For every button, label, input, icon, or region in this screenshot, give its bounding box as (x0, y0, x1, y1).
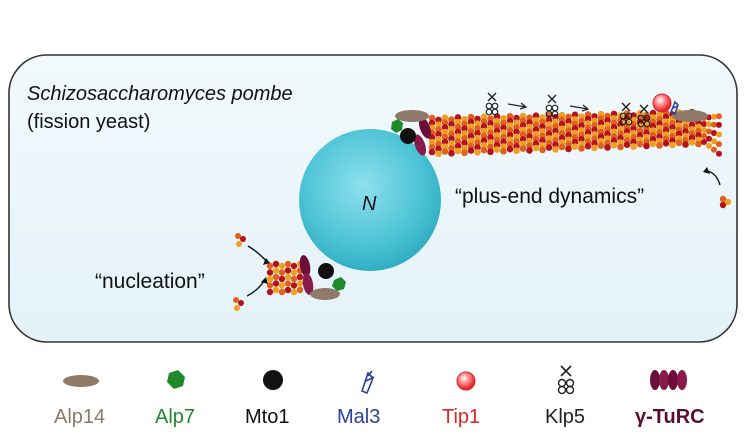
alp14-icon (63, 375, 99, 387)
microtubule-bundle (428, 108, 722, 158)
arrow-head (703, 167, 710, 174)
alp14-icon (395, 110, 429, 122)
legend-item-gturc: γ-TuRC (635, 370, 705, 428)
nucleus-label: N (362, 193, 377, 215)
klp5-motors (485, 92, 651, 128)
alp7-icon (167, 370, 185, 389)
tip1-icon (456, 371, 476, 391)
legend-label-alp7: Alp7 (155, 406, 195, 428)
spb-complex-lower (299, 255, 346, 300)
klp5-icon (545, 94, 559, 118)
klp5-icon (557, 365, 575, 395)
plus-end-dynamics-label: “plus-end dynamics” (455, 185, 644, 208)
mto1-icon (318, 263, 334, 279)
legend-item-mto1: Mto1 (245, 370, 289, 428)
klp5-icon (637, 104, 651, 128)
arrow-head (261, 277, 268, 284)
legend-item-tip1: Tip1 (442, 371, 480, 428)
legend-label-klp5: Klp5 (545, 406, 585, 428)
tip1-icon (652, 93, 672, 113)
mto1-icon (263, 370, 283, 390)
gturc-icon (418, 117, 432, 139)
klp5-icon (485, 92, 499, 116)
mal3-icon (670, 100, 679, 116)
gturc-icon (413, 134, 427, 156)
legend-label-tip1: Tip1 (442, 406, 480, 428)
free-tubulin-upper (703, 167, 732, 209)
species-label: Schizosaccharomyces pombe (27, 83, 293, 105)
nucleating-microtubule (266, 260, 304, 296)
direction-arrow-icon (569, 104, 590, 112)
legend-label-gturc: γ-TuRC (635, 406, 705, 428)
gturc-icon (302, 273, 314, 295)
spb-complex-upper (391, 110, 432, 156)
legend-item-alp7: Alp7 (155, 370, 195, 428)
legend-label-alp14: Alp14 (54, 406, 105, 428)
free-tubulin-lower (233, 233, 270, 311)
direction-arrow-icon (507, 102, 528, 110)
alp14-icon (672, 110, 708, 122)
legend-item-klp5: Klp5 (545, 365, 585, 428)
nucleation-label: “nucleation” (95, 270, 205, 293)
legend-item-mal3: Mal3 (337, 370, 380, 428)
klp5-icon (619, 102, 633, 126)
mal3-icon (361, 370, 375, 395)
arrow-icon (247, 245, 267, 262)
alp7-icon (332, 277, 346, 291)
alp7-icon (391, 119, 403, 133)
mto1-icon (400, 128, 416, 144)
nucleus (299, 129, 441, 271)
legend-label-mal3: Mal3 (337, 406, 380, 428)
gturc-icon (650, 370, 687, 390)
legend: Alp14 Alp7 Mto1 Mal3 Tip1 Klp5 (54, 365, 705, 428)
legend-label-mto1: Mto1 (245, 406, 289, 428)
arrow-head (263, 258, 270, 265)
gturc-icon (299, 255, 311, 277)
common-name-label: (fission yeast) (27, 111, 150, 133)
legend-item-alp14: Alp14 (54, 375, 105, 428)
arrow-icon (707, 170, 721, 186)
alp14-icon (310, 288, 340, 300)
plus-end-complex (652, 93, 708, 122)
